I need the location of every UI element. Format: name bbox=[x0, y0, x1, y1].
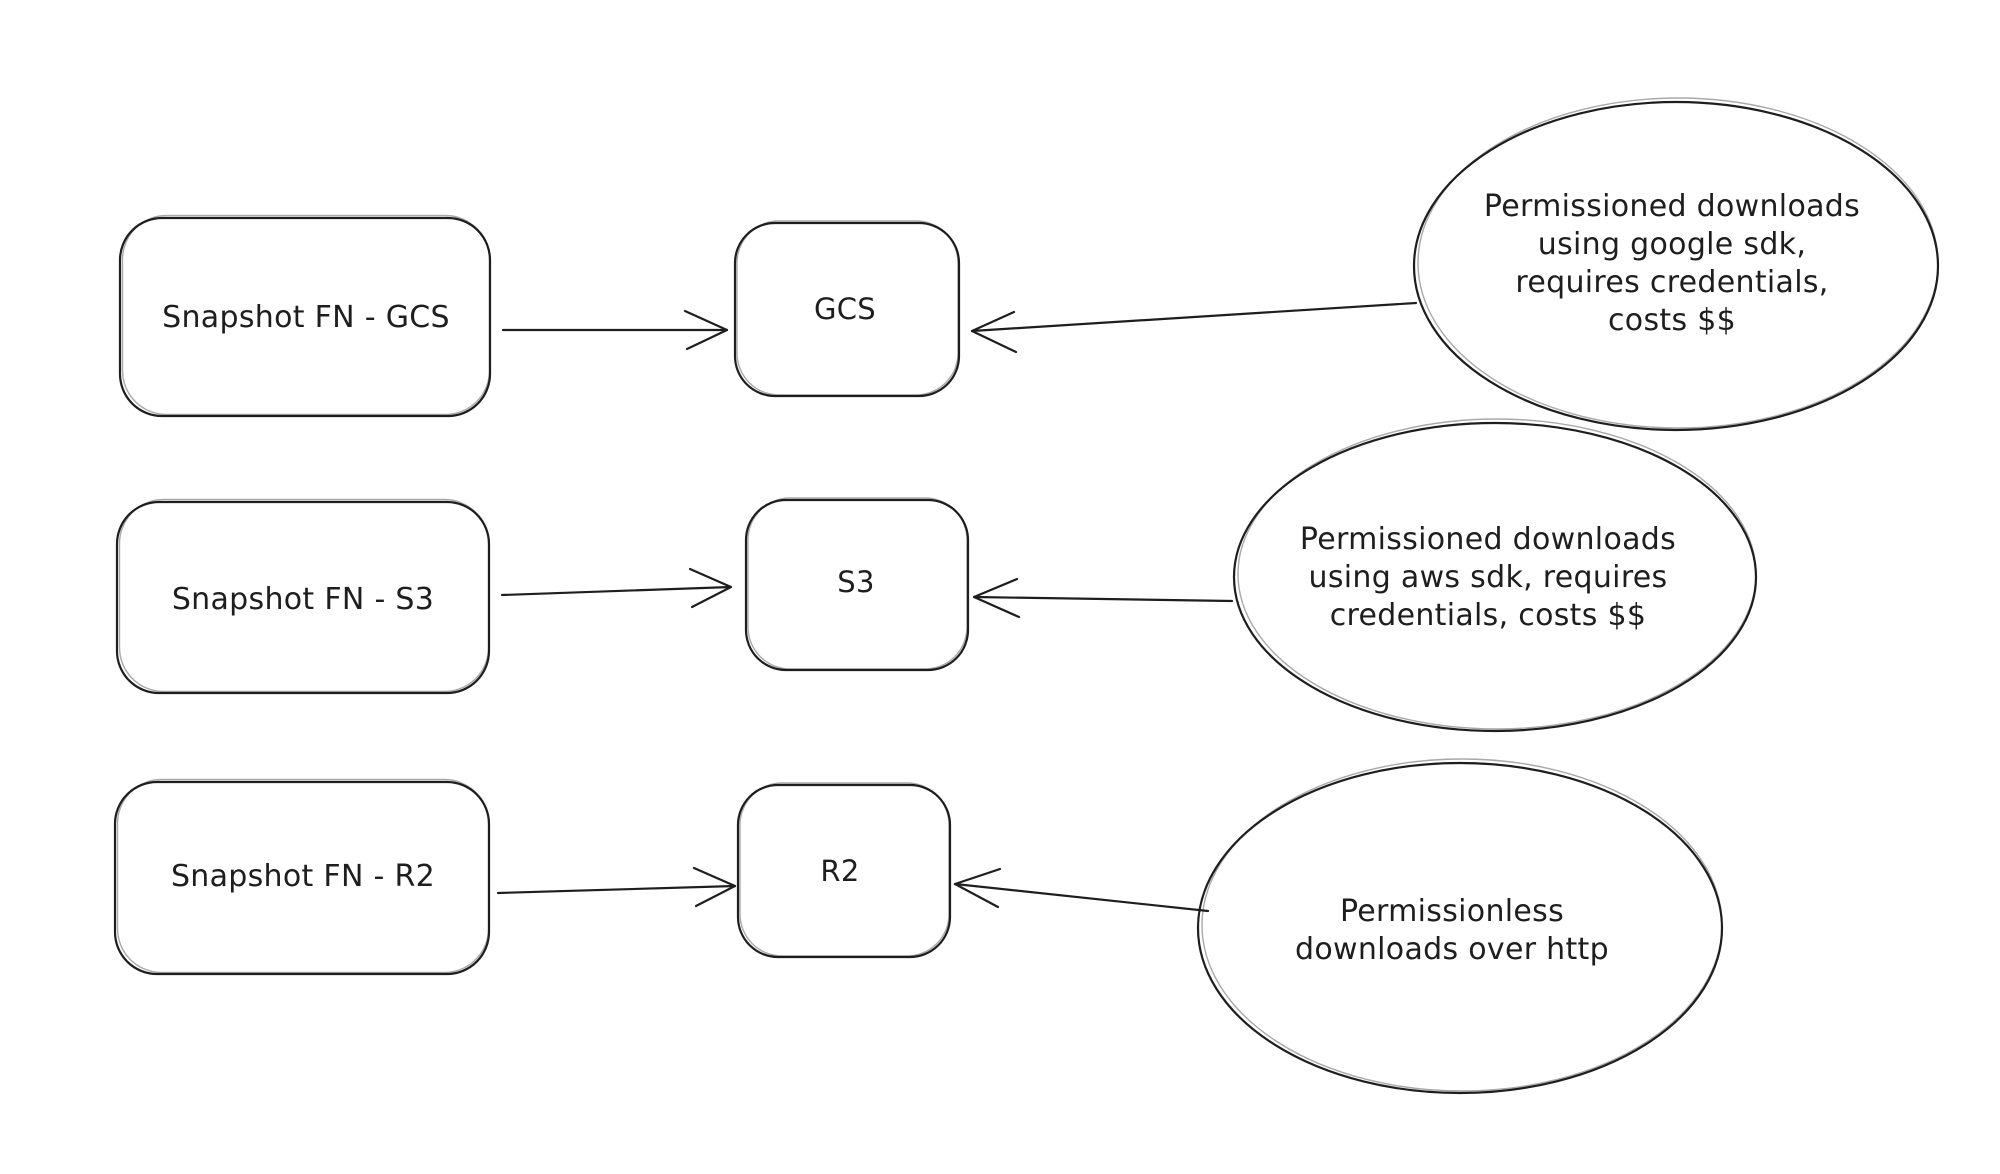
source-box-s3-shape bbox=[115, 498, 491, 695]
note-ellipse-gcs-shape bbox=[1412, 97, 1940, 432]
source-box-s3-label: Snapshot FN - S3 bbox=[171, 582, 435, 617]
source-box-r2-label: Snapshot FN - R2 bbox=[170, 859, 436, 894]
arrow-snapshot-gcs-to-gcs bbox=[501, 309, 729, 351]
arrow-snapshot-s3-to-s3 bbox=[500, 567, 733, 609]
source-box-r2-shape bbox=[113, 778, 491, 976]
target-box-gcs-label: GCS bbox=[813, 292, 877, 326]
arrow-note-s3-to-s3 bbox=[972, 577, 1234, 619]
target-box-gcs-shape bbox=[733, 220, 961, 398]
source-box-gcs-label: Snapshot FN - GCS bbox=[162, 300, 450, 335]
target-box-s3-shape bbox=[744, 497, 970, 672]
note-ellipse-s3-shape bbox=[1232, 418, 1758, 733]
source-box-gcs-shape bbox=[118, 214, 492, 418]
note-ellipse-r2-shape bbox=[1196, 758, 1724, 1095]
note-r2-text: Permissionless downloads over http bbox=[1295, 894, 1609, 967]
arrow-note-gcs-to-gcs bbox=[970, 301, 1418, 354]
arrow-note-r2-to-r2 bbox=[953, 867, 1210, 913]
target-box-r2-label: R2 bbox=[820, 854, 860, 888]
arrow-snapshot-r2-to-r2 bbox=[496, 866, 737, 908]
note-gcs-text: Permissioned downloads using google sdk,… bbox=[1483, 189, 1861, 338]
target-box-r2-shape bbox=[736, 782, 952, 959]
target-box-s3-label: S3 bbox=[837, 565, 875, 599]
note-s3-text: Permissioned downloads using aws sdk, re… bbox=[1299, 522, 1677, 633]
